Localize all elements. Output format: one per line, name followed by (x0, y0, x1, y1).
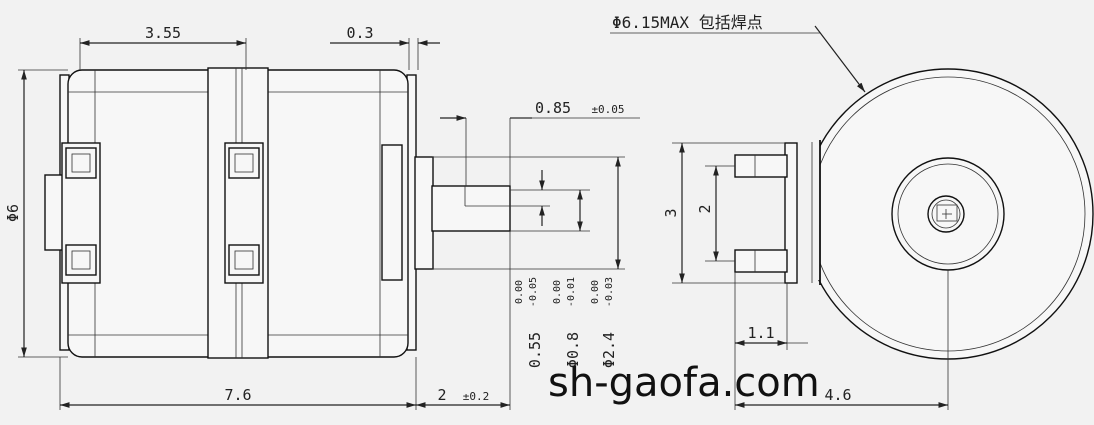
dim-terminal-span: 3 (662, 208, 680, 217)
dim-gap-top: 0.3 (346, 24, 373, 42)
front-view (44, 67, 511, 359)
dim-terminal-pitch: 2 (696, 204, 714, 213)
dim-flat: 0.55 (526, 332, 544, 368)
side-dimensions: Φ6.15MAX 包括焊点 3 2 1.1 4.6 (610, 13, 949, 410)
weld-note: Φ6.15MAX 包括焊点 (612, 13, 763, 32)
dim-shaft-diameter: Φ0.8 (564, 332, 582, 368)
dim-side-width: 4.6 (824, 386, 851, 404)
dim-shaft-length-tol: ±0.05 (591, 103, 624, 116)
dim-flat-tol-lower: -0.05 (528, 277, 539, 307)
front-dimensions: 3.55 0.3 Φ6 0.85 ±0.05 7.6 2 ±0.2 (4, 24, 640, 410)
dim-length-top: 3.55 (145, 24, 181, 42)
dim-boss-diameter-tol-lower: -0.03 (604, 277, 615, 307)
dim-total-length: 7.6 (224, 386, 251, 404)
dim-diameter-body: Φ6 (4, 204, 22, 222)
dim-shaft-protrusion-tol: ±0.2 (463, 390, 490, 403)
dim-shaft-diameter-tol-upper: 0.00 (552, 280, 563, 304)
dim-boss-diameter: Φ2.4 (600, 332, 618, 368)
watermark-text: sh-gaofa.com (548, 360, 820, 406)
dim-shaft-length: 0.85 (535, 99, 571, 117)
dim-terminal-offset: 1.1 (747, 324, 774, 342)
dim-boss-diameter-tol-upper: 0.00 (590, 280, 601, 304)
dim-shaft-protrusion: 2 (437, 386, 446, 404)
side-view (734, 68, 1094, 360)
dim-shaft-diameter-tol-lower: -0.01 (566, 277, 577, 307)
dim-flat-tol-upper: 0.00 (514, 280, 525, 304)
